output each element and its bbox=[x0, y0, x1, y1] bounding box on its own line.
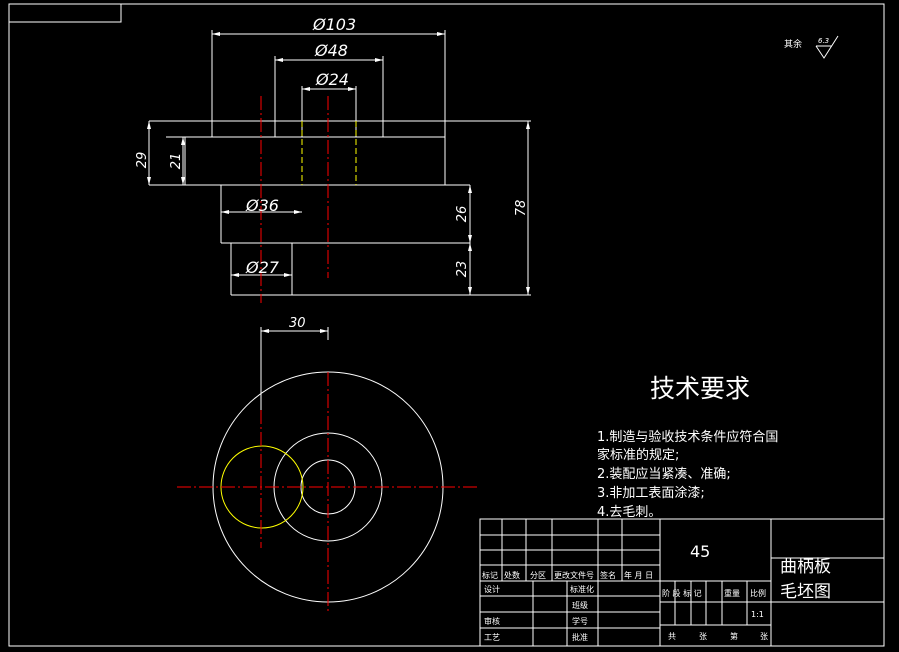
tb-scale-label: 比例 bbox=[750, 588, 766, 598]
tb-rev-mark: 标记 bbox=[482, 570, 498, 580]
tb-rev-zone: 分区 bbox=[530, 571, 546, 580]
tech-requirements-title: 技术要求 bbox=[650, 374, 750, 403]
part-name-line2: 毛坯图 bbox=[780, 582, 831, 602]
front-view bbox=[148, 30, 531, 296]
tb-scale-value: 1:1 bbox=[751, 610, 764, 619]
dim-h21: 21 bbox=[169, 153, 184, 170]
roughness-symbol bbox=[815, 35, 839, 59]
code-box bbox=[9, 4, 122, 23]
tb-rev-sign: 签名 bbox=[600, 570, 616, 580]
tb-rev-count: 处数 bbox=[504, 570, 520, 580]
dim-d103: Ø103 bbox=[312, 15, 356, 34]
tb-stage: 阶 段 标 记 bbox=[662, 588, 702, 598]
tb-class: 班级 bbox=[572, 600, 588, 610]
surface-value: 6.3 bbox=[818, 37, 829, 45]
tb-approve: 批准 bbox=[572, 632, 588, 642]
tb-page: 第 bbox=[730, 631, 738, 641]
tb-total: 共 bbox=[668, 632, 676, 641]
title-block-grid bbox=[479, 518, 885, 647]
dim-offset-30: 30 bbox=[289, 316, 306, 331]
top-center-lines bbox=[177, 372, 478, 612]
tech-line-3: 2.装配应当紧凑、准确; bbox=[597, 466, 731, 482]
drawing-border bbox=[8, 3, 885, 647]
dim-d24: Ø24 bbox=[315, 70, 349, 89]
tb-rev-doc: 更改文件号 bbox=[554, 570, 594, 580]
tech-line-4: 3.非加工表面涂漆; bbox=[597, 485, 705, 501]
front-center-lines bbox=[260, 96, 329, 303]
tb-rev-date: 年 月 日 bbox=[624, 570, 653, 580]
tb-design: 设计 bbox=[484, 584, 500, 594]
tb-review: 审核 bbox=[484, 616, 500, 626]
dim-d48: Ø48 bbox=[314, 41, 348, 60]
tb-weight: 重量 bbox=[724, 588, 740, 598]
tb-process: 工艺 bbox=[484, 633, 500, 642]
tech-line-5: 4.去毛刺。 bbox=[597, 505, 661, 520]
arrowheads bbox=[147, 32, 530, 333]
dim-h26: 26 bbox=[455, 206, 470, 223]
surface-note: 其余 bbox=[784, 38, 802, 50]
dim-d27: Ø27 bbox=[245, 258, 280, 277]
tech-line-1: 1.制造与验收技术条件应符合国 bbox=[597, 429, 778, 445]
tb-sheet: 张 bbox=[760, 632, 768, 641]
dim-h29: 29 bbox=[135, 152, 150, 169]
dim-h23: 23 bbox=[455, 261, 470, 278]
part-name-line1: 曲柄板 bbox=[780, 557, 831, 577]
tech-line-2: 家标准的规定; bbox=[597, 447, 679, 463]
tb-sheets: 张 bbox=[699, 632, 707, 641]
dim-d36: Ø36 bbox=[245, 196, 279, 215]
tb-standardize: 标准化 bbox=[570, 584, 594, 594]
dim-h78: 78 bbox=[514, 200, 529, 217]
hidden-bore-lines bbox=[301, 121, 357, 185]
tb-student-id: 学号 bbox=[572, 616, 588, 626]
material-value: 45 bbox=[690, 542, 710, 561]
